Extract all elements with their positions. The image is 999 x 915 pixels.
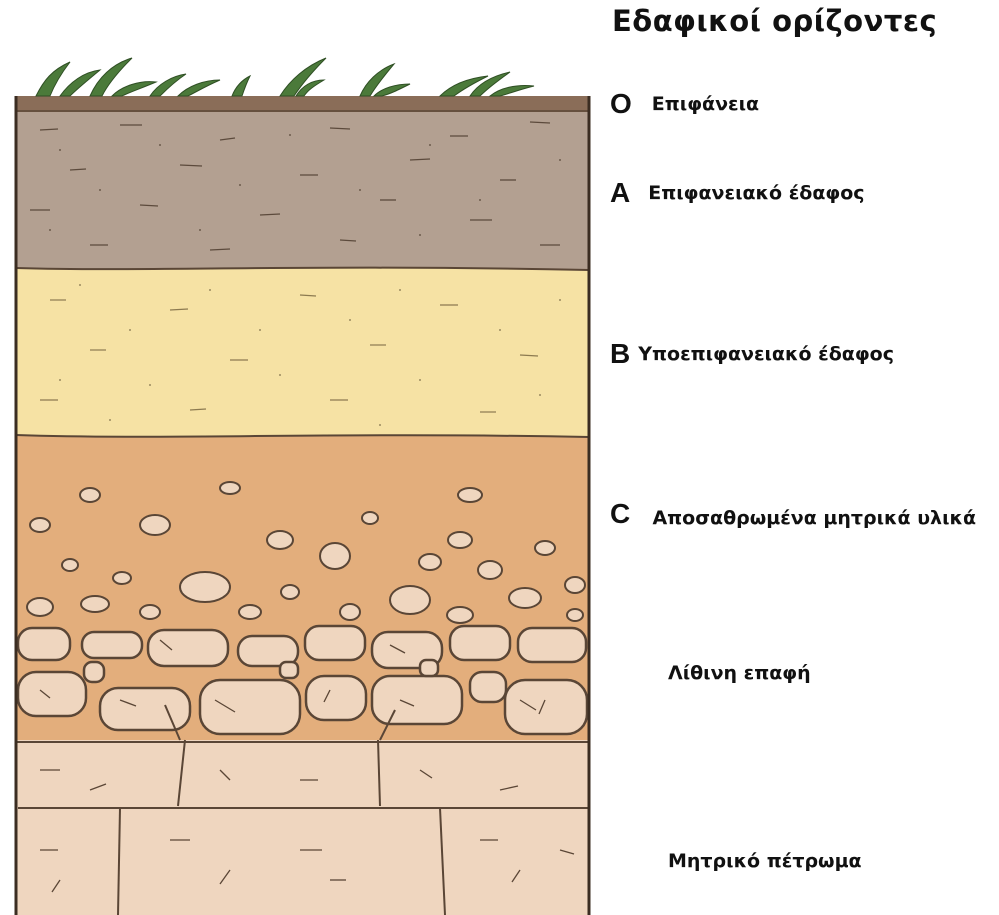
horizon-a-layer — [16, 108, 589, 270]
horizon-a-name: Επιφανειακό έδαφος — [648, 182, 864, 204]
soil-profile-illustration — [0, 0, 600, 915]
horizon-b-label: B Υποεπιφανειακό έδαφος — [610, 338, 894, 370]
diagram-title: Εδαφικοί ορίζοντες — [612, 4, 992, 38]
horizon-b-letter: B — [610, 338, 630, 370]
horizon-a-letter: A — [610, 177, 630, 209]
horizon-o-layer — [16, 96, 589, 112]
horizon-o-label: O Επιφάνεια — [610, 88, 759, 120]
surface-plants — [36, 58, 534, 96]
horizon-c-letter: C — [610, 498, 630, 530]
horizon-c-name: Αποσαθρωμένα μητρικά υλικά — [644, 502, 984, 535]
bedrock-layer — [16, 740, 589, 915]
horizon-b-layer — [16, 268, 589, 440]
horizon-b-name: Υποεπιφανειακό έδαφος — [638, 343, 894, 365]
horizon-a-label: A Επιφανειακό έδαφος — [610, 177, 865, 209]
horizon-o-letter: O — [610, 88, 632, 120]
horizon-c-label: C Αποσαθρωμένα μητρικά υλικά — [610, 498, 984, 535]
lithic-contact-label: Λίθινη επαφή — [668, 662, 811, 684]
horizon-o-name: Επιφάνεια — [652, 93, 759, 115]
bedrock-label: Μητρικό πέτρωμα — [668, 850, 862, 872]
